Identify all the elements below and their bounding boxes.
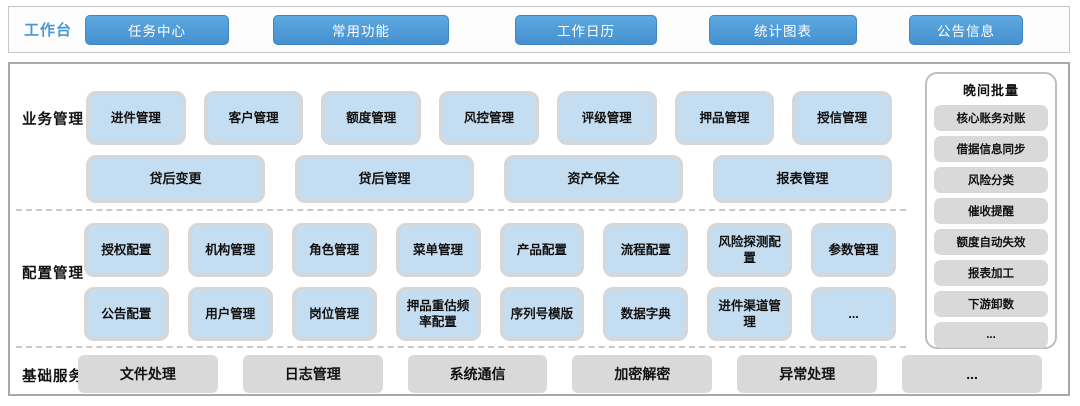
night-batch-item-risk-classification[interactable]: 风险分类 bbox=[934, 167, 1048, 193]
night-batch-item-downstream-unload[interactable]: 下游卸数 bbox=[934, 291, 1048, 317]
config-module-tile-authorization[interactable]: 授权配置 bbox=[84, 223, 169, 277]
biz-module-tile-report-mgmt[interactable]: 报表管理 bbox=[713, 155, 892, 203]
workbench-bar: 工作台 任务中心 常用功能 工作日历 统计图表 公告信息 bbox=[8, 6, 1070, 53]
biz-module-tile-rating[interactable]: 评级管理 bbox=[556, 91, 657, 145]
section-label-business: 业务管理 bbox=[22, 112, 84, 128]
topbar-button-task-center[interactable]: 任务中心 bbox=[85, 15, 229, 45]
topbar-button-statistics-charts[interactable]: 统计图表 bbox=[709, 15, 857, 45]
base-service-tile-more[interactable]: ... bbox=[902, 355, 1042, 393]
biz-module-tile-customer[interactable]: 客户管理 bbox=[203, 91, 304, 145]
section-divider bbox=[16, 209, 906, 211]
config-module-tile-workflow[interactable]: 流程配置 bbox=[603, 223, 689, 277]
base-services-row: 文件处理 日志管理 系统通信 加密解密 异常处理 ... bbox=[78, 355, 1042, 393]
config-module-tile-position[interactable]: 岗位管理 bbox=[291, 287, 377, 341]
business-row-1: 进件管理 客户管理 额度管理 风控管理 评级管理 押品管理 授信管理 bbox=[86, 91, 893, 145]
config-module-tile-organization[interactable]: 机构管理 bbox=[187, 223, 273, 277]
config-module-tile-announcement[interactable]: 公告配置 bbox=[84, 287, 169, 341]
main-panel: 业务管理 进件管理 客户管理 额度管理 风控管理 评级管理 押品管理 授信管理 … bbox=[8, 62, 1070, 396]
config-grid: 授权配置 机构管理 角色管理 菜单管理 产品配置 流程配置 风险探测配置 参数管… bbox=[84, 223, 896, 341]
base-service-tile-exception[interactable]: 异常处理 bbox=[737, 355, 878, 393]
config-module-tile-intake-channel[interactable]: 进件渠道管理 bbox=[707, 287, 793, 341]
config-module-tile-data-dictionary[interactable]: 数据字典 bbox=[603, 287, 689, 341]
topbar-button-announcements[interactable]: 公告信息 bbox=[909, 15, 1023, 45]
biz-module-tile-postloan-mgmt[interactable]: 贷后管理 bbox=[295, 155, 474, 203]
night-batch-item-quota-auto-expire[interactable]: 额度自动失效 bbox=[934, 229, 1048, 255]
base-service-tile-log-mgmt[interactable]: 日志管理 bbox=[242, 355, 383, 393]
base-service-tile-encryption[interactable]: 加密解密 bbox=[572, 355, 713, 393]
night-batch-panel: 晚间批量 核心账务对账 借据信息同步 风险分类 催收提醒 额度自动失效 报表加工… bbox=[925, 72, 1057, 349]
night-batch-item-report-processing[interactable]: 报表加工 bbox=[934, 260, 1048, 286]
biz-module-tile-risk-control[interactable]: 风控管理 bbox=[439, 91, 539, 145]
business-row-2: 贷后变更 贷后管理 资产保全 报表管理 bbox=[86, 155, 892, 203]
night-batch-item-iou-sync[interactable]: 借据信息同步 bbox=[934, 136, 1048, 162]
biz-module-tile-collateral[interactable]: 押品管理 bbox=[674, 91, 775, 145]
section-divider bbox=[16, 346, 906, 348]
biz-module-tile-postloan-change[interactable]: 贷后变更 bbox=[86, 155, 265, 203]
night-batch-item-more[interactable]: ... bbox=[934, 322, 1048, 348]
biz-module-tile-intake[interactable]: 进件管理 bbox=[86, 91, 186, 145]
topbar-button-work-calendar[interactable]: 工作日历 bbox=[515, 15, 657, 45]
night-batch-item-collection-reminder[interactable]: 催收提醒 bbox=[934, 198, 1048, 224]
config-module-tile-serial-template[interactable]: 序列号模版 bbox=[499, 287, 585, 341]
base-service-tile-system-comm[interactable]: 系统通信 bbox=[407, 355, 548, 393]
topbar-button-common-functions[interactable]: 常用功能 bbox=[273, 15, 449, 45]
config-module-tile-menu[interactable]: 菜单管理 bbox=[395, 223, 481, 277]
biz-module-tile-credit[interactable]: 授信管理 bbox=[792, 91, 893, 145]
config-module-tile-product[interactable]: 产品配置 bbox=[499, 223, 585, 277]
night-batch-item-core-reconciliation[interactable]: 核心账务对账 bbox=[934, 105, 1048, 131]
config-module-tile-parameter[interactable]: 参数管理 bbox=[811, 223, 896, 277]
config-module-tile-risk-detection[interactable]: 风险探测配置 bbox=[707, 223, 793, 277]
section-label-config: 配置管理 bbox=[22, 266, 84, 282]
section-label-base: 基础服务 bbox=[22, 369, 84, 385]
config-module-tile-collateral-revaluation[interactable]: 押品重估频率配置 bbox=[395, 287, 481, 341]
biz-module-tile-quota[interactable]: 额度管理 bbox=[321, 91, 422, 145]
workbench-label: 工作台 bbox=[24, 22, 73, 39]
base-service-tile-file-processing[interactable]: 文件处理 bbox=[78, 355, 218, 393]
night-batch-title: 晚间批量 bbox=[962, 83, 1019, 98]
biz-module-tile-asset-preservation[interactable]: 资产保全 bbox=[504, 155, 683, 203]
config-module-tile-user[interactable]: 用户管理 bbox=[187, 287, 273, 341]
config-module-tile-role[interactable]: 角色管理 bbox=[291, 223, 377, 277]
config-module-tile-more[interactable]: ... bbox=[811, 287, 896, 341]
